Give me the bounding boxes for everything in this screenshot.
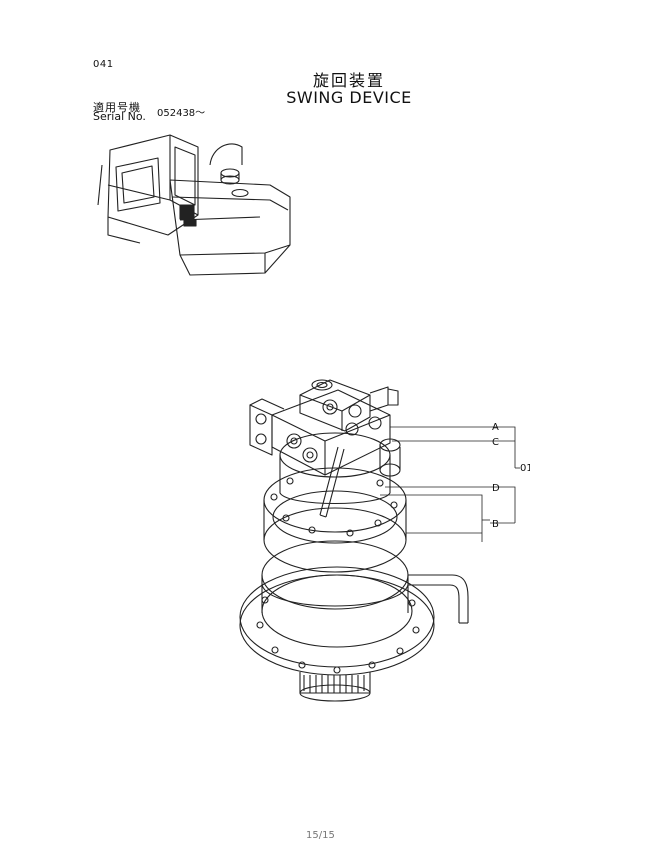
serial-label-english: Serial No. <box>93 110 146 123</box>
title-english: SWING DEVICE <box>286 88 412 107</box>
excavator-cab-icon <box>97 134 291 276</box>
callout-a: A <box>492 422 499 433</box>
serial-range: 052438～ <box>157 108 206 119</box>
callout-b: B <box>492 519 499 530</box>
callout-group: 01 <box>520 463 530 474</box>
callout-d: D <box>492 483 500 494</box>
serial-label-japanese: 適用号機 <box>93 101 141 114</box>
title-japanese: 旋回装置 <box>312 71 385 90</box>
callout-c: C <box>492 437 499 448</box>
footer-page-number: 15/15 <box>306 830 335 841</box>
page-number: 041 <box>93 59 114 70</box>
swing-device-drawing: A C D B 01 <box>239 379 530 702</box>
